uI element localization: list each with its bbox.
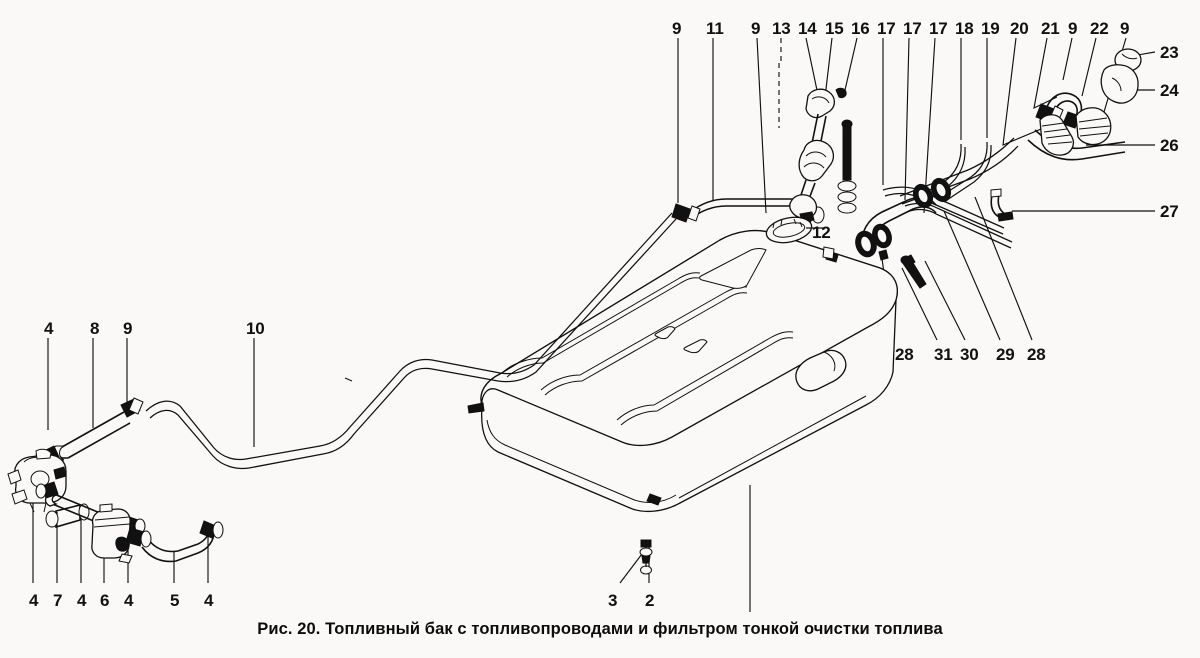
callout-19-top: 19 bbox=[981, 19, 1000, 38]
callout-3-bottom-center: 3 bbox=[608, 591, 618, 610]
callout-24-right: 24 bbox=[1160, 81, 1179, 100]
callout-23-right: 23 bbox=[1160, 43, 1179, 62]
callout-10-left-upper: 10 bbox=[246, 319, 265, 338]
callout-4-bottom-b: 4 bbox=[77, 591, 87, 610]
callout-9-top-d: 9 bbox=[1120, 19, 1130, 38]
callout-6-bottom: 6 bbox=[100, 591, 110, 610]
callout-28-lower-b: 28 bbox=[1027, 345, 1046, 364]
callout-15-top: 15 bbox=[825, 19, 844, 38]
drain-plug-assembly bbox=[639, 539, 653, 575]
callout-17-top-a: 17 bbox=[877, 19, 896, 38]
callout-4-bottom-d: 4 bbox=[204, 591, 214, 610]
callout-28-lower-a: 28 bbox=[895, 345, 914, 364]
callout-14-top: 14 bbox=[798, 19, 817, 38]
filler-neck-assembly bbox=[899, 48, 1142, 222]
fuel-pump bbox=[7, 448, 67, 513]
callout-9-top-c: 9 bbox=[1068, 19, 1078, 38]
callout-9-top-a: 9 bbox=[672, 19, 682, 38]
callout-4-bottom-c: 4 bbox=[124, 591, 134, 610]
long-fuel-line bbox=[145, 212, 677, 470]
return-hose bbox=[125, 520, 224, 563]
filler-hose bbox=[855, 177, 952, 289]
callout-20-top: 20 bbox=[1010, 19, 1029, 38]
callout-9-left-upper: 9 bbox=[123, 319, 133, 338]
callout-18-top: 18 bbox=[955, 19, 974, 38]
callout-4-left-upper: 4 bbox=[44, 319, 54, 338]
pump-to-filter-hose bbox=[45, 503, 90, 529]
fuel-filter bbox=[91, 503, 133, 564]
leader-lines-lower-right bbox=[880, 196, 1033, 341]
callout-21-top: 21 bbox=[1041, 19, 1060, 38]
callout-12-inline: 12 bbox=[812, 223, 831, 242]
callout-29-lower: 29 bbox=[996, 345, 1015, 364]
callout-5-bottom: 5 bbox=[170, 591, 180, 610]
callout-27-right: 27 bbox=[1160, 202, 1179, 221]
callout-7-bottom: 7 bbox=[53, 591, 63, 610]
callout-11-top: 11 bbox=[706, 19, 724, 38]
callout-30-lower: 30 bbox=[960, 345, 979, 364]
callout-9-top-b: 9 bbox=[751, 19, 761, 38]
callout-13-top: 13 bbox=[772, 19, 791, 38]
figure-caption: Рис. 20. Топливный бак с топливопроводам… bbox=[257, 620, 943, 638]
callout-2-bottom-center: 2 bbox=[645, 591, 655, 610]
callout-17-top-c: 17 bbox=[929, 19, 948, 38]
fuel-sender-pickup bbox=[765, 87, 857, 244]
upper-left-hose bbox=[35, 397, 144, 465]
callout-17-top-b: 17 bbox=[903, 19, 922, 38]
callout-8-left-upper: 8 bbox=[90, 319, 100, 338]
fuel-tank-body bbox=[467, 229, 898, 513]
callout-16-top: 16 bbox=[851, 19, 870, 38]
callout-22-top: 22 bbox=[1090, 19, 1109, 38]
callout-26-right: 26 bbox=[1160, 136, 1179, 155]
leader-lines-left-upper bbox=[47, 338, 255, 447]
callout-4-bottom-a: 4 bbox=[29, 591, 39, 610]
callout-31-lower: 31 bbox=[934, 345, 953, 364]
